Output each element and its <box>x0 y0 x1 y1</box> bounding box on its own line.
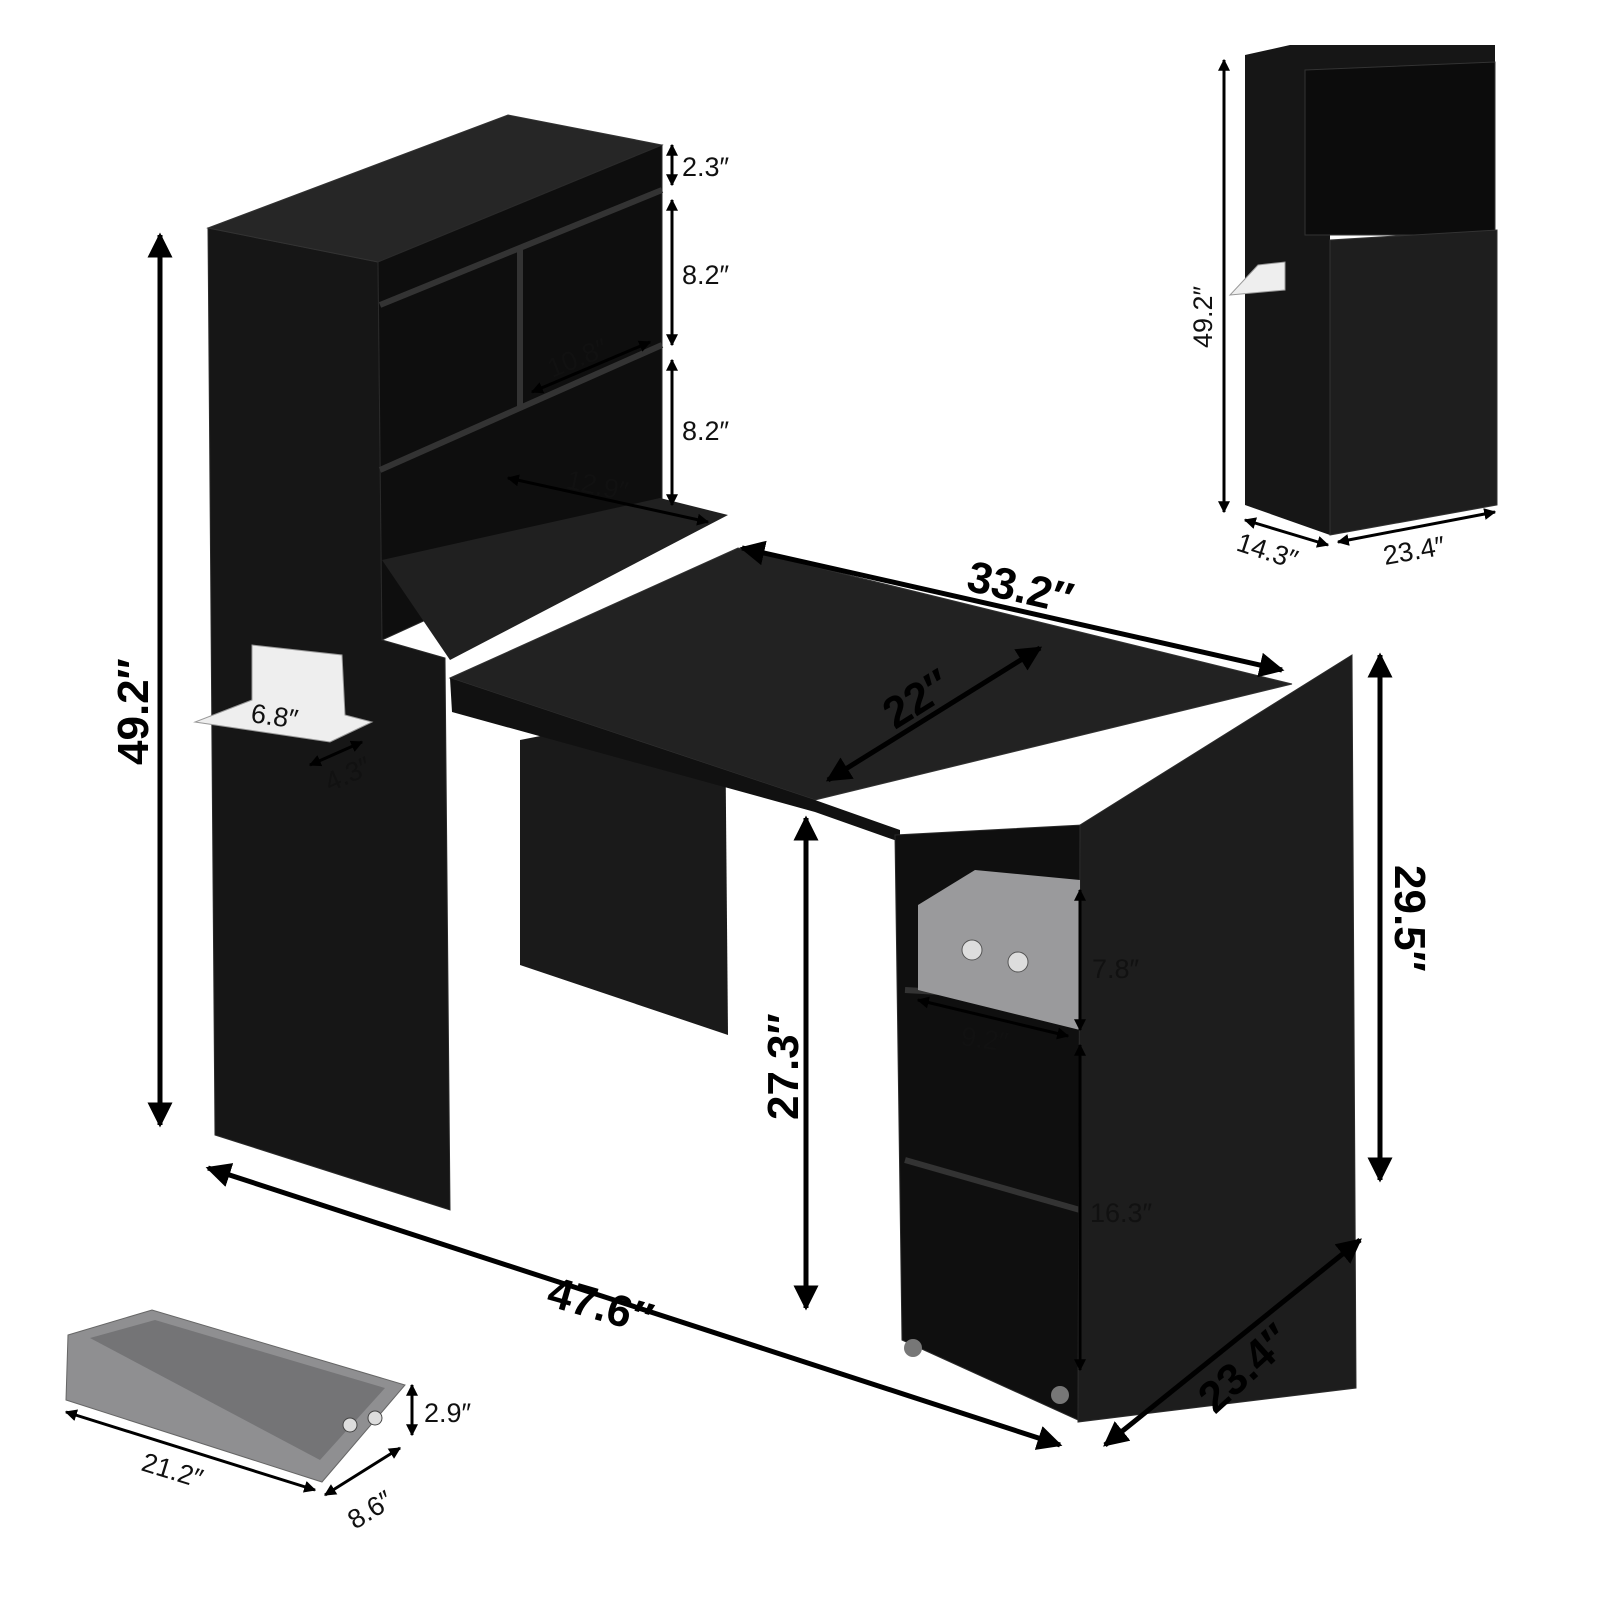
side-tray <box>193 644 374 743</box>
label-hutch-top-rail: 2.3″ <box>682 152 730 182</box>
storage-bin <box>918 870 1080 1030</box>
label-cabinet-height: 29.5″ <box>1385 865 1434 972</box>
label-lower-cabinet-height: 16.3″ <box>1090 1198 1153 1228</box>
bin-handle-icon <box>1007 951 1029 973</box>
label-desk-clearance: 27.3″ <box>759 1013 808 1120</box>
desk-top-edge <box>450 678 900 842</box>
label-bin-height: 2.9″ <box>424 1398 472 1428</box>
middle-leg-panel <box>520 700 728 1035</box>
bin-handle-icon <box>961 939 983 961</box>
label-inset-width: 23.4″ <box>1381 531 1448 571</box>
label-inset-height: 49.2″ <box>1188 285 1218 348</box>
bin-illustration <box>65 1309 406 1483</box>
label-overall-height: 49.2″ <box>109 658 158 765</box>
label-side-tray-width: 6.8″ <box>249 698 300 734</box>
label-upper-shelf-height: 8.2″ <box>682 260 730 290</box>
caster-wheel-icon <box>904 1339 922 1357</box>
pullout-shelf <box>382 498 728 660</box>
label-middle-shelf-height: 8.2″ <box>682 416 730 446</box>
cabinet-side-panel <box>1077 654 1357 1423</box>
label-bin-slot-height: 7.8″ <box>1092 954 1140 984</box>
caster-wheel-icon <box>1051 1386 1069 1404</box>
label-bin-slot-width: 9.2″ <box>959 1021 1010 1057</box>
label-bin-width: 8.6″ <box>342 1484 398 1535</box>
dimension-arrows <box>64 58 1497 1497</box>
inset-folded-view <box>1228 45 1498 536</box>
label-overall-width: 47.6″ <box>542 1268 658 1345</box>
